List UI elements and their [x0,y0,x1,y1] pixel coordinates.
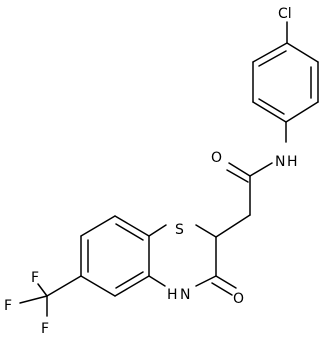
fluorine-left-label: F [4,298,12,314]
bond [80,215,116,237]
bond [114,215,150,237]
chlorophenyl-ring [252,42,319,123]
bond [286,42,319,63]
bond [114,275,150,297]
lactam-n-label: N [180,287,190,303]
double-bond-inner [115,271,144,289]
bond [228,162,251,177]
amide-n-label: N [275,154,285,170]
bond [80,275,116,297]
double-bond-inner [226,169,249,183]
bond [19,295,48,304]
double-bond-inner [258,50,287,67]
bond [195,224,217,238]
bond [252,42,288,63]
bond [37,283,48,297]
thiazine-ring [148,224,217,287]
bond [215,214,251,238]
fluorine-bottom-label: F [41,321,49,337]
bond [249,162,273,177]
double-bond-inner [258,98,285,115]
bond [195,275,217,287]
double-bond-inner [211,282,233,296]
fluorine-top-label: F [31,270,39,286]
amide-o-label: O [211,150,222,166]
double-bond-inner [115,223,144,241]
bond [148,275,166,287]
bond [285,101,319,123]
sulfur-label: S [175,222,184,238]
bond [252,101,287,123]
bond [46,275,82,297]
bond [215,275,237,289]
lactam-h-label: H [167,287,178,303]
bond [148,224,167,237]
amide-h-label: H [287,154,298,170]
chlorine-label: Cl [278,6,292,22]
benzo-ring [80,215,150,297]
lactam-o-label: O [233,291,244,307]
